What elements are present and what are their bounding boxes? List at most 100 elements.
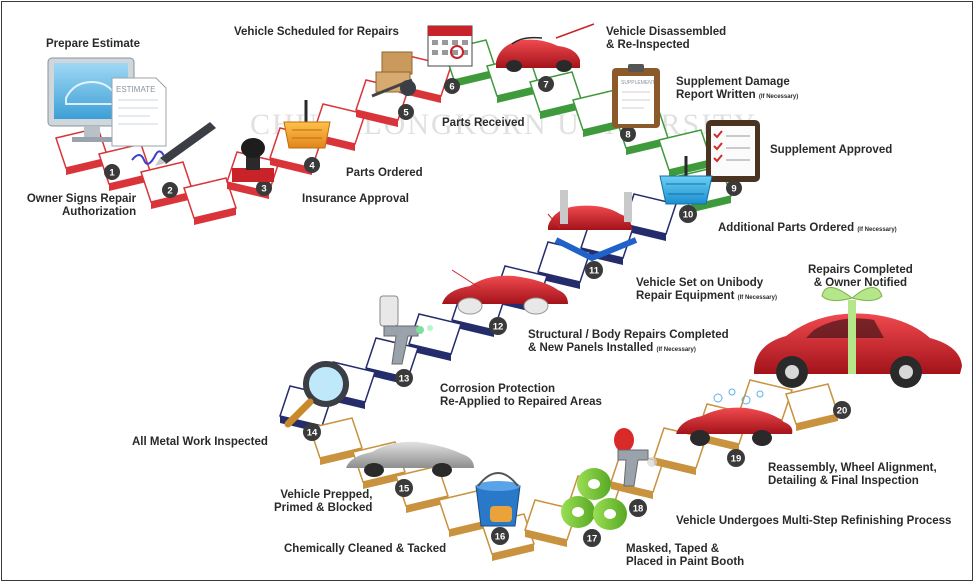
shopping-basket-icon	[659, 156, 713, 205]
step-number: 4	[309, 161, 315, 172]
step-badge-circle	[104, 164, 120, 180]
car-lift-icon	[547, 190, 638, 262]
step-number: 2	[167, 186, 172, 197]
step-badge-circle	[162, 182, 178, 198]
label-disassembled: Vehicle Disassembled& Re-Inspected	[606, 26, 726, 52]
step-badge-circle	[583, 529, 601, 547]
track-tile	[183, 177, 237, 219]
step-number: 10	[683, 210, 694, 221]
step-number: 18	[633, 504, 644, 515]
label-additional-parts-note: (If Necessary)	[857, 227, 897, 233]
label-reassembly: Reassembly, Wheel Alignment,Detailing & …	[768, 462, 937, 488]
label-completed-line1: Repairs Completed	[808, 264, 913, 276]
step-number: 20	[837, 406, 848, 417]
step-number: 12	[493, 322, 504, 333]
magnifier-icon	[284, 361, 349, 428]
step-badge-12: 12	[489, 317, 507, 335]
track-tile-side	[626, 138, 668, 155]
step-badge-17: 17	[583, 529, 601, 547]
step-badge-circle	[679, 205, 697, 223]
car-body-icon	[442, 269, 568, 315]
label-supplement-approved: Supplement Approved	[770, 144, 893, 156]
step-number: 3	[261, 184, 266, 195]
step-badge-14: 14	[303, 423, 321, 441]
step-badge-20: 20	[833, 401, 851, 419]
step-number: 6	[449, 82, 454, 93]
step-badge-16: 16	[491, 527, 509, 545]
calendar-icon	[427, 25, 473, 67]
track-tile-side	[669, 160, 711, 177]
label-disassembled-line2: & Re-Inspected	[606, 39, 690, 51]
label-completed-line2: & Owner Notified	[813, 277, 908, 289]
step-number: 5	[403, 108, 409, 119]
step-badge-circle	[727, 449, 745, 467]
step-number: 11	[589, 266, 600, 277]
step-badge-circle	[398, 104, 414, 120]
label-masked-line2: Placed in Paint Booth	[626, 556, 745, 568]
label-completed: Repairs Completed& Owner Notified	[808, 264, 913, 290]
step-number: 7	[543, 80, 548, 91]
step-number: 1	[109, 168, 115, 179]
label-prepare-estimate: Prepare Estimate	[46, 38, 140, 50]
label-additional-parts: Additional Parts Ordered (If Necessary)	[718, 222, 897, 237]
step-badge-circle	[833, 401, 851, 419]
step-badge-circle	[491, 527, 509, 545]
paint-gun-icon	[614, 428, 657, 487]
label-structural: Structural / Body Repairs Completed& New…	[528, 329, 729, 357]
track-tile-side	[492, 544, 534, 561]
step-badge-18: 18	[629, 499, 647, 517]
shopping-basket-icon	[283, 100, 331, 149]
track-tile-side	[356, 110, 398, 127]
pen-signature-icon	[131, 122, 216, 166]
step-badge-circle	[620, 126, 636, 142]
label-corrosion-line2: Re-Applied to Repaired Areas	[440, 396, 602, 408]
step-number: 17	[587, 534, 598, 545]
supplement-doc-title: SUPPLEMENT	[621, 80, 655, 86]
track-tile-side	[540, 102, 582, 119]
step-number: 19	[731, 454, 742, 465]
track-tile-side	[320, 448, 362, 465]
label-supp-report-line1: Supplement Damage	[676, 76, 790, 88]
label-reassembly-line2: Detailing & Final Inspection	[768, 475, 919, 487]
step-badge-circle	[304, 157, 320, 173]
label-structural-line1: Structural / Body Repairs Completed	[528, 329, 729, 341]
primed-car-icon	[346, 441, 474, 477]
clipboard-icon: SUPPLEMENT	[612, 64, 660, 128]
track-tile-side	[611, 482, 653, 499]
step-number: 9	[731, 184, 736, 195]
step-badge-circle	[726, 180, 742, 196]
step-badge-8: 8	[620, 126, 636, 142]
track-tile-side	[624, 224, 666, 241]
step-badge-2: 2	[162, 182, 178, 198]
step-badge-19: 19	[727, 449, 745, 467]
step-number: 15	[399, 484, 410, 495]
label-unibody-note: (If Necessary)	[737, 295, 777, 301]
step-badge-1: 1	[104, 164, 120, 180]
label-unibody-line1: Vehicle Set on Unibody	[636, 277, 764, 289]
step-badge-circle	[585, 261, 603, 279]
track-tile-side	[538, 272, 580, 289]
label-prepped-line1: Vehicle Prepped,	[280, 489, 373, 501]
step-badge-circle	[444, 78, 460, 94]
track-tile-side	[654, 458, 696, 475]
track-tile-side	[689, 196, 731, 213]
step-badge-circle	[303, 423, 321, 441]
track-tile-side	[363, 472, 405, 489]
label-insurance-approval: Insurance Approval	[302, 193, 409, 205]
label-supp-report-note: (If Necessary)	[758, 94, 799, 100]
label-refinishing: Vehicle Undergoes Multi-Step Refinishing…	[676, 515, 952, 527]
track-tile-side	[151, 192, 193, 209]
track-tile-side	[406, 496, 448, 513]
step-badge-10: 10	[679, 205, 697, 223]
label-prepped: Vehicle Prepped,Primed & Blocked	[274, 489, 372, 515]
checklist-icon	[706, 120, 760, 182]
step-badge-circle	[395, 369, 413, 387]
label-parts-ordered: Parts Ordered	[346, 167, 423, 179]
track-tile-side	[525, 530, 567, 547]
